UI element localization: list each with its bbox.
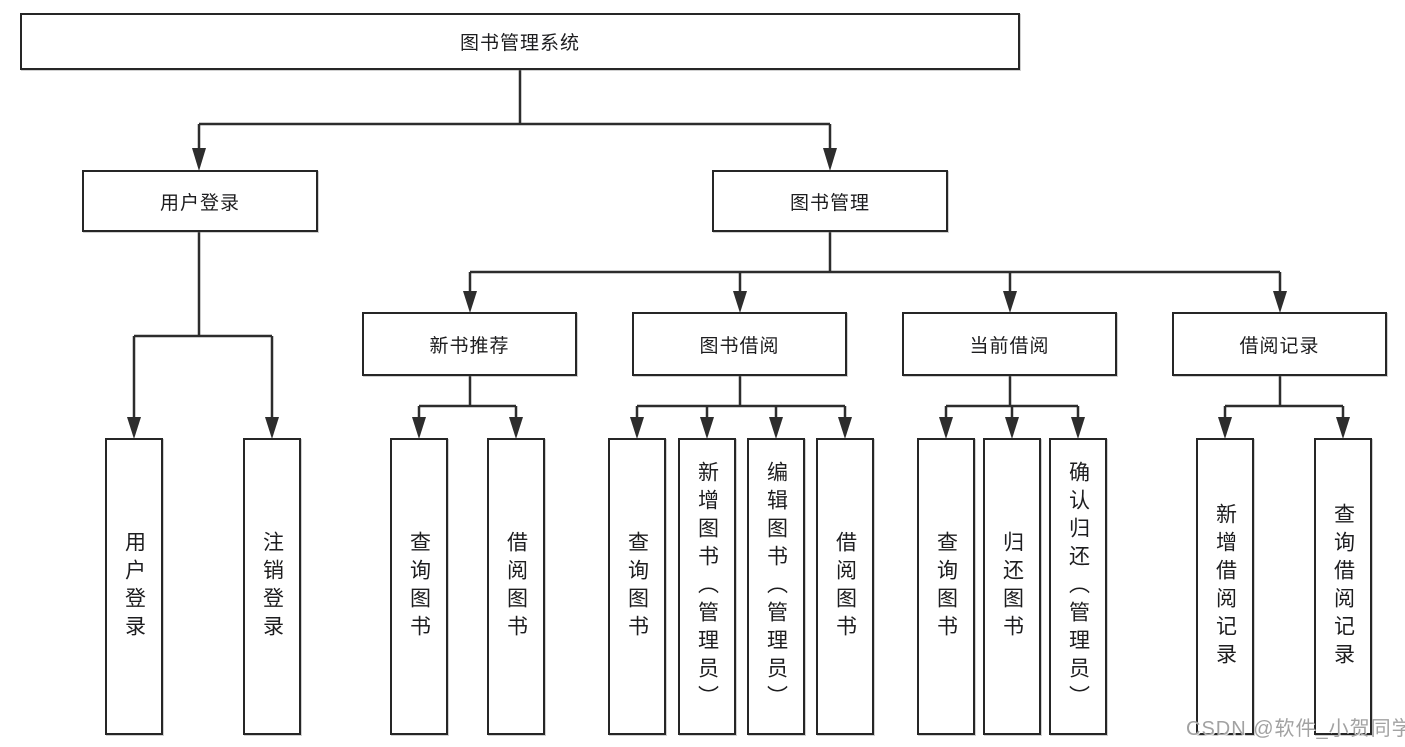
node-book-management: 图书管理 [712,170,948,232]
leaf-record-add-record: 新增借阅记录 [1196,438,1254,735]
leaf-current-query-books: 查询图书 [917,438,975,735]
node-root-system: 图书管理系统 [20,13,1020,70]
leaf-newbook-query-books: 查询图书 [390,438,448,735]
csdn-watermark: CSDN @软件_小贺同学 [1186,718,1405,740]
leaf-current-confirm-return-admin: 确认归还（管理员） [1049,438,1107,735]
node-borrow-record: 借阅记录 [1172,312,1387,376]
leaf-borrow-borrow-books: 借阅图书 [816,438,874,735]
leaf-borrow-add-books-admin: 新增图书（管理员） [678,438,736,735]
leaf-borrow-query-books: 查询图书 [608,438,666,735]
leaf-logout: 注销登录 [243,438,301,735]
node-user-login: 用户登录 [82,170,318,232]
leaf-current-return-books: 归还图书 [983,438,1041,735]
leaf-user-login: 用户登录 [105,438,163,735]
node-new-book-recommend: 新书推荐 [362,312,577,376]
arrowheads [127,148,1350,439]
node-book-borrow: 图书借阅 [632,312,847,376]
leaf-record-query-record: 查询借阅记录 [1314,438,1372,735]
node-current-borrow: 当前借阅 [902,312,1117,376]
leaf-borrow-edit-books-admin: 编辑图书（管理员） [747,438,805,735]
leaf-newbook-borrow-books: 借阅图书 [487,438,545,735]
